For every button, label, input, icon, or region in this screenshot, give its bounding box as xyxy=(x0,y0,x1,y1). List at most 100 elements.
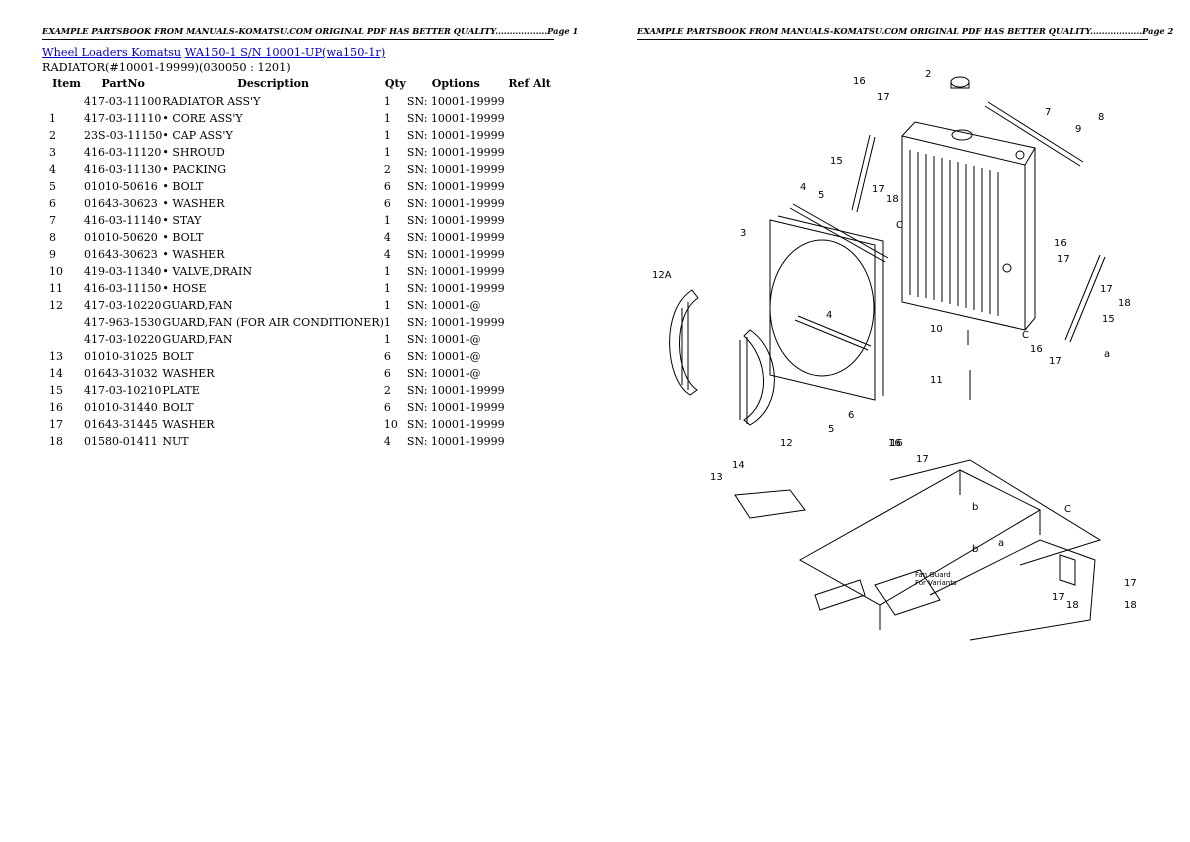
cell-partno: 01580-01411 xyxy=(84,435,158,448)
cell-description: • VALVE,DRAIN xyxy=(162,265,252,278)
cell-qty: 4 xyxy=(383,435,391,448)
cell-description: PLATE xyxy=(162,384,200,397)
cell-qty: 6 xyxy=(383,180,391,193)
cell-options: SN: 10001-19999 xyxy=(406,95,505,108)
cell-options: SN: 10001-19999 xyxy=(406,214,505,227)
parts-table-header: Item PartNo Description Qty Options Ref … xyxy=(42,76,555,93)
cell-options: SN: 10001-19999 xyxy=(406,418,505,431)
callout: 17 xyxy=(1057,254,1070,265)
cell-partno: 417-03-10210 xyxy=(84,384,162,397)
cell-item: 14 xyxy=(49,367,63,380)
breadcrumb: Wheel Loaders Komatsu WA150-1 S/N 10001-… xyxy=(42,46,385,59)
cell-ref-alt xyxy=(505,93,555,110)
cell-options: SN: 10001-19999 xyxy=(406,282,505,295)
callout: 5 xyxy=(818,190,824,201)
cell-ref-alt xyxy=(505,144,555,161)
cell-qty: 1 xyxy=(383,95,391,108)
cell-description: • WASHER xyxy=(162,197,225,210)
cell-options: SN: 10001-19999 xyxy=(406,384,505,397)
col-header-ref-alt: Ref Alt xyxy=(508,77,551,90)
cell-item: 2 xyxy=(49,129,56,142)
breadcrumb-link-model-family[interactable]: Wheel Loaders Komatsu xyxy=(42,46,182,59)
cell-item: 16 xyxy=(49,401,63,414)
callout: 6 xyxy=(848,410,854,421)
fan-guard-note: For Variants xyxy=(915,579,957,587)
cell-partno: 01643-30623 xyxy=(84,248,158,261)
cell-description: • SHROUD xyxy=(162,146,225,159)
stay-rods-drawing xyxy=(851,134,1106,400)
cell-description: • BOLT xyxy=(162,180,204,193)
callout: 13 xyxy=(710,472,723,483)
cell-partno: 419-03-11340 xyxy=(84,265,162,278)
cell-qty: 10 xyxy=(383,418,398,431)
cell-ref-alt xyxy=(505,161,555,178)
cell-qty: 6 xyxy=(383,367,391,380)
frame-drawing xyxy=(734,459,1102,641)
cell-partno: 01010-31440 xyxy=(84,401,158,414)
cell-qty: 6 xyxy=(383,401,391,414)
cell-description: BOLT xyxy=(162,350,194,363)
cell-description: • BOLT xyxy=(162,231,204,244)
cell-qty: 2 xyxy=(383,384,391,397)
col-header-options: Options xyxy=(431,77,480,90)
cell-ref-alt xyxy=(505,280,555,297)
cell-options: SN: 10001-19999 xyxy=(406,265,505,278)
callout: 7 xyxy=(1045,107,1051,118)
callout: 3 xyxy=(740,228,746,239)
callout: 18 xyxy=(1124,600,1137,611)
cell-ref-alt xyxy=(505,331,555,348)
cell-options: SN: 10001-@ xyxy=(406,350,481,363)
callout: 16 xyxy=(853,76,866,87)
cell-qty: 1 xyxy=(383,146,391,159)
cell-ref-alt xyxy=(505,348,555,365)
cell-item xyxy=(42,93,84,110)
callout: 9 xyxy=(1075,124,1081,135)
cell-item: 3 xyxy=(49,146,56,159)
cell-description: WASHER xyxy=(162,367,215,380)
cell-partno: 416-03-11130 xyxy=(84,163,162,176)
callout: 16 xyxy=(890,438,903,449)
breadcrumb-link-model[interactable]: WA150-1 S/N 10001-UP(wa150-1r) xyxy=(184,46,386,59)
cell-description: RADIATOR ASS'Y xyxy=(162,95,261,108)
cell-qty: 2 xyxy=(383,163,391,176)
cell-partno: 01643-31445 xyxy=(84,418,158,431)
cell-item: 17 xyxy=(49,418,63,431)
callout: a xyxy=(998,538,1004,549)
callout: b xyxy=(972,544,978,555)
cell-description: GUARD,FAN xyxy=(162,299,233,312)
cell-partno: 01010-50616 xyxy=(84,180,158,193)
cell-qty: 1 xyxy=(383,129,391,142)
callout: 16 xyxy=(888,438,901,449)
col-header-item: Item xyxy=(52,77,81,90)
cell-qty: 6 xyxy=(383,197,391,210)
cell-options: SN: 10001-19999 xyxy=(406,197,505,210)
cell-item: 1 xyxy=(49,112,56,125)
cell-qty: 1 xyxy=(383,265,391,278)
cell-options: SN: 10001-19999 xyxy=(406,248,505,261)
cell-options: SN: 10001-19999 xyxy=(406,112,505,125)
cell-item: 15 xyxy=(49,384,63,397)
cell-ref-alt xyxy=(505,263,555,280)
cell-ref-alt xyxy=(505,195,555,212)
shroud-drawing xyxy=(769,203,889,401)
cell-options: SN: 10001-19999 xyxy=(406,231,505,244)
callout: 17 xyxy=(1100,284,1113,295)
callout: 10 xyxy=(930,324,943,335)
cell-options: SN: 10001-19999 xyxy=(406,435,505,448)
col-header-partno: PartNo xyxy=(101,77,145,90)
callout: 2 xyxy=(925,69,931,80)
cell-ref-alt xyxy=(505,365,555,382)
cell-partno: 417-963-1530 xyxy=(84,316,162,329)
cell-ref-alt xyxy=(505,433,555,450)
cell-qty: 1 xyxy=(383,112,391,125)
radiator-exploded-diagram: 16 2 17 7 9 8 15 4 5 17 18 3 C 16 17 12A… xyxy=(652,69,1137,641)
